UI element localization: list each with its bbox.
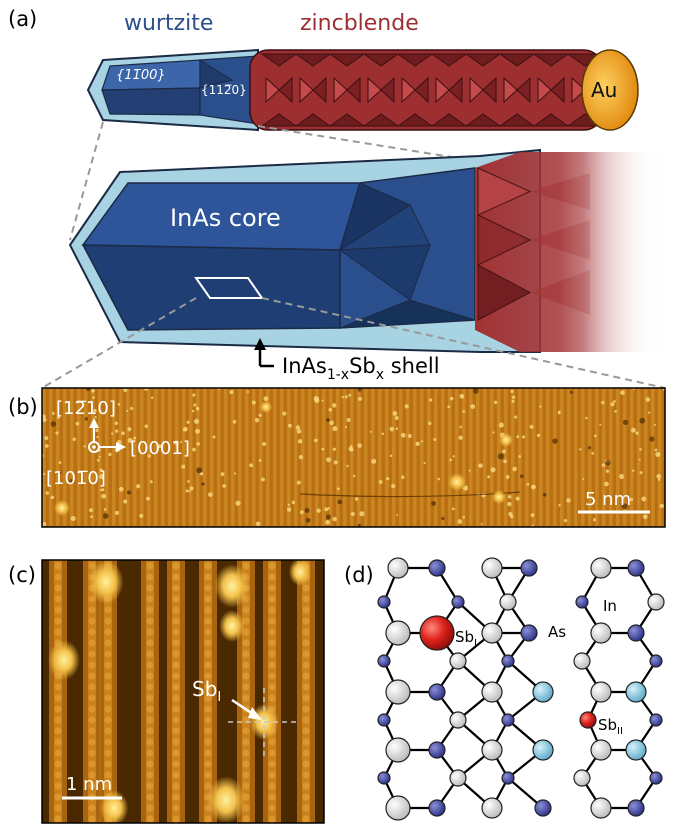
- shell-arrow: [254, 338, 274, 368]
- shell-label: InAs1-xSbx shell: [282, 354, 440, 383]
- panel-d-label: (d): [344, 563, 374, 587]
- in-label: In: [603, 597, 617, 615]
- zoom-line-right: [257, 125, 471, 161]
- stm-image-large: [42, 388, 665, 527]
- big-nanowire: [68, 140, 673, 360]
- core-label: InAs core: [170, 204, 281, 232]
- au-label: Au: [591, 78, 617, 102]
- stm-image-large-frame: [41, 387, 666, 528]
- atomic-lattice-model: [377, 557, 665, 821]
- facet-1100-label: {11̅00}: [116, 68, 166, 83]
- wurtzite-label: wurtzite: [124, 11, 213, 36]
- sb-crosshair: [228, 688, 298, 760]
- zincblende-label: zincblende: [300, 11, 419, 36]
- stm-image-zoom: [42, 560, 324, 823]
- as-label: As: [548, 623, 566, 641]
- sb-i-lattice-label: SbI: [455, 628, 477, 649]
- panel-a-label: (a): [8, 7, 37, 31]
- scale-bar-b-label: 5 nm: [585, 489, 631, 510]
- scale-bar-c-label: 1 nm: [66, 774, 112, 795]
- zoom-line-b-left: [41, 297, 197, 389]
- small-nanowire: [86, 48, 639, 132]
- gold-catalyst: [581, 49, 639, 131]
- panel-c-label: (c): [8, 563, 36, 587]
- direction-1010: [101̅0]: [46, 468, 106, 489]
- direction-1210: [12̅10]: [56, 398, 116, 419]
- facet-1120-label: {112̅0}: [201, 83, 247, 97]
- sb-ii-lattice-label: SbII: [598, 716, 623, 737]
- zoom-line-b-right: [261, 297, 666, 389]
- crystal-directions: [88, 418, 126, 453]
- stm-image-zoom-frame: [41, 559, 325, 824]
- panel-b-label: (b): [8, 395, 38, 419]
- sb-i-label: SbI: [192, 677, 221, 705]
- direction-0001: [0001]: [130, 438, 190, 459]
- zoom-line-left: [69, 121, 104, 241]
